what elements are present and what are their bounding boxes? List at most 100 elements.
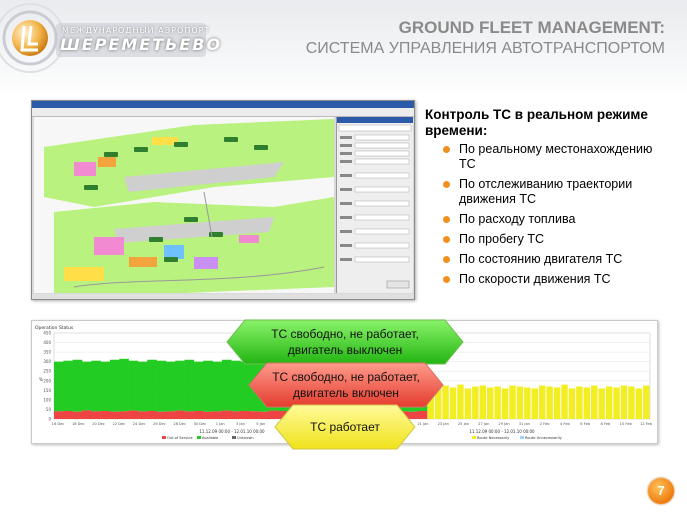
y-tick-label: 400 <box>43 340 51 345</box>
bar-route-necessarily <box>539 385 546 419</box>
bar-route-necessarily <box>501 388 509 419</box>
x-tick-label: 30 Dec <box>194 422 207 426</box>
x-tick-label: 4 Feb <box>560 422 571 426</box>
bar-out-of-service <box>119 411 129 419</box>
bar-route-necessarily <box>494 386 501 419</box>
chart-title: Operation Status <box>35 325 74 331</box>
airport-map <box>34 117 334 293</box>
bar-route-necessarily <box>553 387 561 419</box>
callout-hex-red <box>248 362 444 408</box>
logo-emblem-icon <box>0 3 206 73</box>
bar-out-of-service <box>277 410 288 419</box>
x-tick-label: 28 Dec <box>173 422 186 426</box>
bar-route-necessarily <box>635 388 643 419</box>
bar-route-necessarily <box>568 388 576 419</box>
bar-route-necessarily <box>605 386 613 419</box>
page-title-en: GROUND FLEET MANAGEMENT: <box>398 18 665 37</box>
bar-available <box>240 361 251 411</box>
y-tick-label: 100 <box>43 397 51 402</box>
x-tick-label: 26 Dec <box>153 422 166 426</box>
bar-available <box>128 360 139 411</box>
callout-green-line2: двигатель выключен <box>288 343 403 357</box>
bar-route-necessarily <box>583 387 591 419</box>
x-tick-label: 8 Feb <box>601 422 612 426</box>
bar-available <box>184 359 195 412</box>
y-tick-label: 300 <box>43 359 51 364</box>
bar-route-necessarily <box>576 386 583 419</box>
app-screenshot <box>31 100 415 300</box>
bar-available <box>119 358 129 412</box>
x-tick-label: 24 Dec <box>133 422 146 426</box>
features-heading: Контроль ТС в реальном режиме времени: <box>425 107 648 138</box>
bar-out-of-service <box>203 411 213 419</box>
x-tick-label: 16 Dec <box>52 422 65 426</box>
bar-route-necessarily <box>479 385 486 419</box>
legend-label: Available <box>202 436 219 440</box>
bar-out-of-service <box>109 411 120 419</box>
bar-out-of-service <box>128 410 139 419</box>
x-tick-label: 29 Jan <box>498 422 509 426</box>
bar-out-of-service <box>63 410 73 419</box>
callout-red-line1: ТС свободно, не работает, <box>272 370 420 384</box>
list-item: По реальному местонахождению ТС <box>443 142 669 172</box>
legend-label: Out of Service <box>167 436 193 440</box>
x-tick-label: 23 Jan <box>438 422 449 426</box>
bar-available <box>193 361 204 411</box>
bar-out-of-service <box>268 410 279 419</box>
bar-out-of-service <box>259 411 269 419</box>
bar-available <box>156 360 167 412</box>
callout-hex-yellow <box>274 404 416 450</box>
bar-route-necessarily <box>643 385 650 419</box>
bar-route-necessarily <box>598 388 605 419</box>
logo-subtitle: МЕЖДУНАРОДНЫЙ АЭРОПОРТ <box>62 26 211 35</box>
bar-available <box>63 360 73 411</box>
legend-label: Route Unnecessarily <box>525 436 563 440</box>
list-item: По состоянию двигателя ТС <box>443 252 669 267</box>
bullet-icon <box>443 146 450 153</box>
y-tick-label: 0 <box>48 417 51 422</box>
bar-out-of-service <box>54 411 64 419</box>
y-tick-label: 450 <box>43 331 51 336</box>
x-tick-label: 12 Feb <box>640 422 653 426</box>
callout-hex-green <box>226 319 464 365</box>
bar-available <box>221 359 232 411</box>
features-list: По реальному местонахождению ТС По отсле… <box>443 142 669 292</box>
bar-out-of-service <box>231 411 241 419</box>
app-menubar <box>32 108 414 117</box>
bar-available <box>54 361 64 412</box>
bullet-icon <box>443 276 450 283</box>
y-tick-label: 200 <box>43 378 51 383</box>
x-tick-label: 22 Dec <box>112 422 125 426</box>
legend-label: Unknown <box>237 436 254 440</box>
x-tick-label: 1 Jan <box>216 422 225 426</box>
bar-route-necessarily <box>628 386 635 419</box>
bullet-icon <box>443 236 450 243</box>
legend-swatch <box>162 436 166 439</box>
legend-swatch <box>472 436 476 439</box>
callout-green-line1: ТС свободно, не работает, <box>271 327 419 341</box>
bar-out-of-service <box>100 410 111 419</box>
bar-out-of-service <box>408 411 418 419</box>
bar-available <box>212 361 223 412</box>
bar-available <box>175 360 185 411</box>
bar-route-necessarily <box>620 385 628 419</box>
list-item: По отслеживанию траектории движения ТС <box>443 177 669 207</box>
bar-out-of-service <box>91 411 101 419</box>
legend-swatch <box>197 436 201 439</box>
bar-out-of-service <box>193 410 204 419</box>
bar-route-necessarily <box>427 386 434 419</box>
bar-out-of-service <box>175 410 185 419</box>
bar-route-necessarily <box>434 388 442 419</box>
bar-route-necessarily <box>464 388 472 419</box>
list-item: По пробегу ТС <box>443 232 669 247</box>
bar-route-necessarily <box>472 386 479 419</box>
x-tick-label: 21 Jan <box>417 422 428 426</box>
y-tick-label: 150 <box>43 388 51 393</box>
y-tick-label: 250 <box>43 369 51 374</box>
x-tick-label: 6 Feb <box>580 422 591 426</box>
panel-graphic <box>337 117 413 289</box>
legend-label: Route Necessarily <box>477 436 510 440</box>
x-tick-label: 5 Jan <box>256 422 265 426</box>
chart-ylabel: % <box>39 377 43 382</box>
